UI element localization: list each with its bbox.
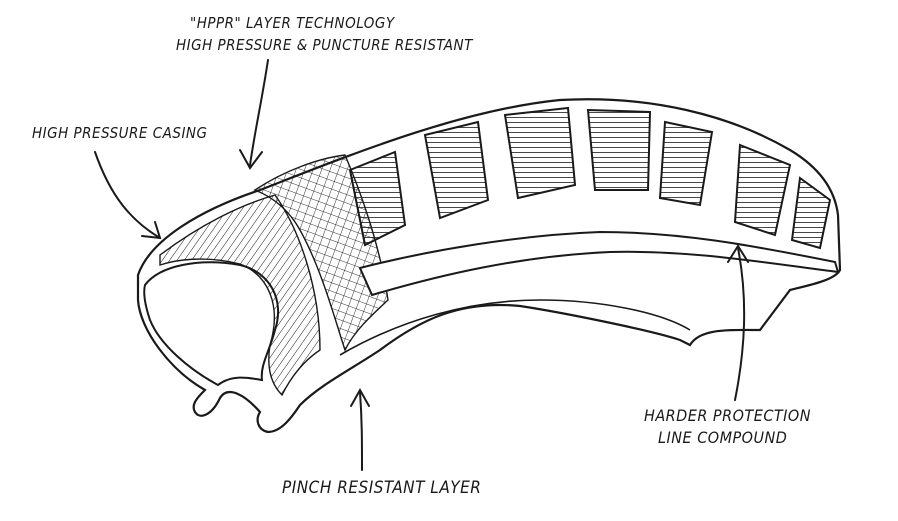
- arrow-casing-head: [141, 221, 162, 240]
- label-pinch-resistant: Pinch Resistant Layer: [282, 477, 481, 499]
- label-hppr-subtitle: High Pressure & Puncture Resistant: [176, 36, 473, 54]
- arrow-pinch: [359, 391, 363, 471]
- rim-curve: [339, 299, 691, 356]
- arrow-casing: [94, 151, 161, 239]
- label-pinch-text: Pinch Resistant Layer: [282, 478, 482, 498]
- label-harder-line1: Harder Protection: [644, 406, 811, 425]
- label-casing-text: High Pressure Casing: [32, 124, 208, 142]
- tread-block-7: [790, 176, 832, 250]
- tread-block-1: [348, 150, 407, 247]
- arrow-pinch-head: [350, 387, 370, 407]
- arrow-harder: [734, 247, 746, 401]
- sidewall-band: [358, 230, 840, 297]
- tread-block-5: [658, 120, 714, 207]
- arrow-harder-head: [727, 244, 749, 263]
- tire-body: [136, 98, 842, 434]
- tread-block-4: [586, 108, 652, 191]
- tread-block-6: [733, 143, 792, 237]
- arrows: [94, 59, 749, 471]
- label-hppr-title: "HPPR" Layer Technology: [190, 14, 395, 32]
- tread-blocks: [348, 106, 832, 250]
- label-harder-line2: Line Compound: [658, 428, 788, 447]
- label-hppr-technology: "HPPR" Layer Technology High Pressure & …: [176, 12, 473, 56]
- arrow-hppr: [249, 59, 269, 166]
- puncture-layer-hatch: [253, 154, 389, 352]
- tire-opening: [143, 261, 280, 387]
- label-harder-protection: Harder Protection Line Compound: [644, 405, 811, 449]
- tread-block-2: [423, 120, 490, 220]
- label-high-pressure-casing: High Pressure Casing: [32, 122, 207, 144]
- arrow-hppr-head: [239, 149, 263, 170]
- tread-block-3: [503, 106, 577, 200]
